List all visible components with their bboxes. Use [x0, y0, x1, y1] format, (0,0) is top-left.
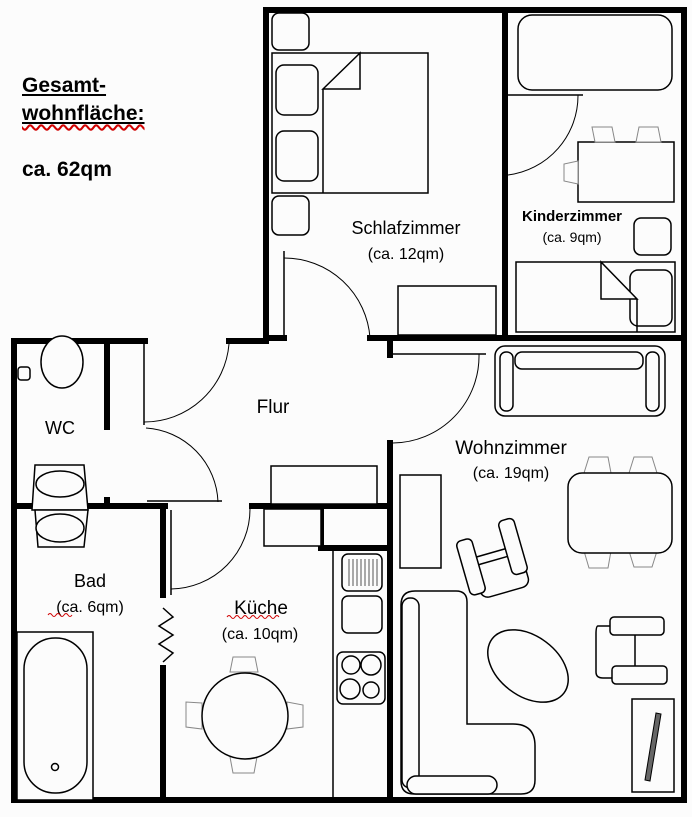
sink-basin	[341, 595, 383, 634]
walls	[11, 7, 687, 803]
room-label-kueche: Küche	[234, 598, 288, 619]
room-label-kinderzimmer: Kinderzimmer	[522, 208, 622, 225]
room-wohnzimmer: Wohnzimmer (ca. 19qm)	[399, 345, 675, 795]
summary-title-line2: wohnfläche:	[22, 102, 145, 125]
sofa-backrest	[514, 351, 644, 370]
nightstand-top	[271, 12, 310, 51]
room-area-wohnzimmer: (ca. 19qm)	[473, 465, 549, 482]
spellcheck-underline	[47, 613, 73, 617]
bathtub-drain	[50, 762, 60, 772]
sink	[40, 335, 84, 389]
room-label-wc: WC	[45, 418, 75, 438]
room-area-bad: (ca. 6qm)	[56, 599, 124, 616]
doors	[143, 94, 583, 663]
kitchen-upper-cabinet	[263, 508, 322, 547]
desk	[577, 141, 675, 203]
bathtub	[23, 637, 88, 794]
door-swing-bad	[145, 427, 219, 503]
chair	[229, 656, 259, 673]
dining-table	[567, 472, 673, 554]
armchair	[595, 616, 668, 685]
accordion-door-bad	[157, 607, 175, 663]
toy-box	[633, 217, 672, 256]
room-label-wohnzimmer: Wohnzimmer	[455, 438, 567, 459]
room-area-kinderzimmer: (ca. 9qm)	[542, 229, 601, 245]
room-kueche: Küche (ca. 10qm)	[185, 550, 386, 800]
door-swing-kinderzimmer	[507, 94, 579, 176]
sideboard	[399, 474, 442, 569]
summary-title-line1: Gesamt-	[22, 74, 107, 97]
sofa-armrest	[645, 351, 660, 412]
tv	[644, 712, 662, 782]
room-bad: Bad (ca. 6qm)	[16, 509, 124, 801]
corner-sofa	[400, 590, 536, 795]
chair	[286, 701, 304, 730]
chair	[591, 126, 616, 143]
door-swing-kueche	[170, 508, 251, 590]
burner	[360, 654, 382, 676]
room-wc: WC	[17, 335, 89, 511]
chair	[185, 701, 203, 730]
toilet-paper	[17, 366, 31, 381]
sofa-backrest	[406, 775, 498, 795]
chair	[583, 456, 612, 474]
room-area-kueche: (ca. 10qm)	[222, 626, 298, 643]
summary-total-area: ca. 62qm	[22, 158, 112, 181]
coffee-table	[487, 629, 569, 703]
burner	[362, 681, 380, 699]
room-label-bad: Bad	[74, 571, 106, 591]
chair	[563, 160, 579, 185]
burner	[341, 655, 361, 675]
toilet	[35, 470, 85, 498]
pillow	[275, 64, 319, 116]
room-label-schlafzimmer: Schlafzimmer	[351, 218, 460, 238]
dresser	[397, 285, 497, 336]
sink-basin	[35, 513, 85, 543]
wardrobe	[517, 14, 673, 91]
bed-blanket-fold	[600, 260, 639, 300]
spellcheck-underline	[226, 615, 280, 619]
chair	[635, 126, 662, 143]
room-schlafzimmer: Schlafzimmer (ca. 12qm)	[271, 12, 497, 336]
door-swing-schlafzimmer	[283, 257, 371, 339]
sink-drainboard	[341, 553, 383, 592]
room-label-flur: Flur	[257, 397, 290, 418]
burner	[339, 678, 361, 700]
pillow	[275, 130, 319, 182]
sofa-armrest	[499, 351, 514, 412]
round-dining-table	[201, 672, 289, 760]
door-swing-wc	[143, 343, 230, 423]
shoe-cabinet	[270, 465, 378, 505]
door-swing-wohnzimmer	[392, 353, 480, 444]
nightstand-bottom	[271, 195, 310, 236]
armchair	[455, 517, 530, 598]
sofa-backrest	[401, 597, 420, 789]
total-area-summary: Gesamt- wohnfläche: ca. 62qm	[22, 72, 145, 184]
room-kinderzimmer: Kinderzimmer (ca. 9qm)	[515, 14, 676, 333]
bed-blanket-fold	[321, 51, 361, 90]
room-flur: Flur	[257, 397, 378, 547]
room-area-schlafzimmer: (ca. 12qm)	[368, 246, 444, 263]
chair	[628, 456, 658, 474]
